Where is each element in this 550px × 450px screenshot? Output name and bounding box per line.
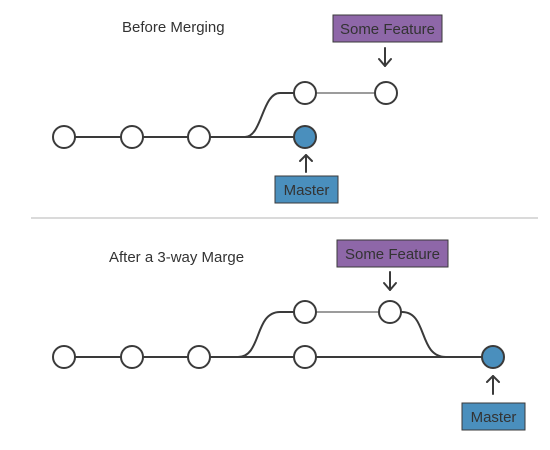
commit-node bbox=[187, 125, 211, 149]
master-tip-node bbox=[293, 125, 317, 149]
master-label-text: Master bbox=[284, 182, 330, 199]
feature-label-box bbox=[332, 14, 443, 43]
commit-node bbox=[52, 125, 76, 149]
feature-label-text: Some Feature bbox=[345, 246, 440, 263]
feature-tip-node bbox=[374, 81, 398, 105]
feature-label-text: Some Feature bbox=[340, 21, 435, 38]
after-merge-section: After a 3-way Marge Some Feature bbox=[52, 239, 526, 431]
commit-node bbox=[52, 345, 76, 369]
feature-branch-curve bbox=[211, 311, 305, 358]
master-label-tag: Master bbox=[461, 402, 526, 431]
after-caption: After a 3-way Marge bbox=[109, 249, 244, 266]
feature-label-box bbox=[336, 239, 449, 268]
merge-curve bbox=[390, 311, 481, 358]
before-merging-section: Before Merging Some Feature Master bbox=[52, 14, 443, 204]
feature-label-tag: Some Feature bbox=[332, 14, 443, 43]
master-label-box bbox=[461, 402, 526, 431]
feature-tip-node bbox=[378, 300, 402, 324]
commit-node bbox=[293, 345, 317, 369]
master-label-text: Master bbox=[471, 409, 517, 426]
feature-branch-curve bbox=[211, 92, 305, 138]
commit-node bbox=[120, 345, 144, 369]
commit-node bbox=[187, 345, 211, 369]
before-caption: Before Merging bbox=[122, 19, 225, 36]
up-arrow-icon bbox=[299, 154, 313, 173]
down-arrow-icon bbox=[378, 47, 392, 67]
down-arrow-icon bbox=[383, 271, 397, 291]
feature-label-tag: Some Feature bbox=[336, 239, 449, 268]
commit-node bbox=[120, 125, 144, 149]
feature-commit-node bbox=[293, 300, 317, 324]
master-label-box bbox=[274, 175, 339, 204]
feature-commit-node bbox=[293, 81, 317, 105]
master-label-tag: Master bbox=[274, 175, 339, 204]
up-arrow-icon bbox=[486, 375, 500, 395]
merge-commit-node bbox=[481, 345, 505, 369]
